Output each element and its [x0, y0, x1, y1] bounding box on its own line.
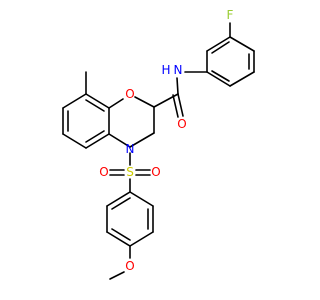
ring-nitrogen-label: N	[126, 142, 135, 156]
sulfonyl-oxygen-left-label: O	[99, 165, 108, 179]
bond	[129, 231, 154, 247]
bond	[108, 98, 124, 109]
bond	[108, 133, 131, 148]
bond	[206, 36, 231, 52]
bond	[85, 133, 110, 149]
bond	[106, 231, 131, 247]
bond	[85, 93, 110, 109]
ring-oxygen-label: O	[125, 87, 134, 101]
structure-canvas: F N H O O N S O O O	[62, 8, 255, 280]
amide-oxygen-label: O	[177, 117, 186, 131]
bond	[229, 36, 255, 52]
bond	[211, 41, 230, 54]
bond	[172, 94, 179, 118]
amide-nitrogen-label: N	[174, 63, 183, 77]
fluorine-label: F	[227, 8, 234, 22]
bond	[129, 132, 155, 148]
bond	[109, 271, 125, 280]
bond	[106, 191, 131, 207]
bond	[206, 71, 231, 87]
bond	[229, 71, 255, 87]
atom-labels: F N H O O N S O O O	[99, 8, 233, 273]
sulfonyl-oxygen-right-label: O	[151, 165, 160, 179]
amide-hydrogen-label: H	[161, 63, 170, 77]
bond	[85, 99, 105, 112]
methoxy-oxygen-label: O	[125, 259, 134, 273]
sulfur-label: S	[126, 165, 134, 179]
bond	[111, 197, 131, 210]
bond	[177, 93, 184, 117]
bond	[211, 70, 230, 82]
bond	[111, 228, 131, 241]
bond	[176, 77, 179, 95]
bond	[134, 96, 155, 108]
bond	[62, 93, 87, 109]
bonds	[62, 22, 255, 280]
bond	[62, 133, 87, 149]
bond	[85, 130, 105, 143]
bond	[129, 191, 154, 207]
molecule-drawing: F N H O O N S O O O	[62, 8, 255, 280]
bond	[153, 93, 179, 108]
